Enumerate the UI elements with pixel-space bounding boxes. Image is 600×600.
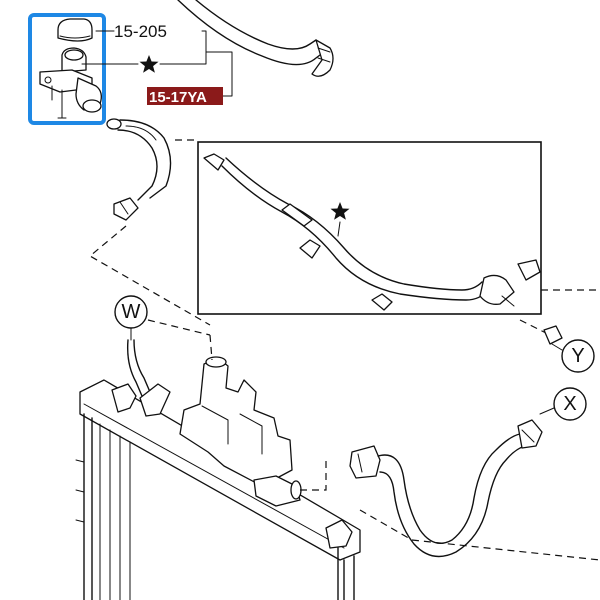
selection-box[interactable]: [28, 13, 106, 125]
inset-star-leader: [337, 221, 341, 237]
callout-w[interactable]: W: [114, 295, 148, 329]
callout-y[interactable]: Y: [561, 339, 595, 373]
guide-dash-4: [519, 319, 549, 335]
reservoir-outlet-hose: [106, 118, 172, 221]
guide-dash-7: [359, 509, 600, 561]
callout-x[interactable]: X: [553, 387, 587, 421]
radiator-inlet-hose: [111, 339, 171, 417]
guide-dash-6: [300, 460, 327, 491]
svg-text:X: X: [563, 393, 576, 415]
inset-hose: [203, 153, 541, 311]
guide-dash-8: [209, 334, 213, 361]
guide-dash-5: [147, 319, 211, 336]
star-icon: [139, 55, 159, 73]
upper-hose: [177, 0, 334, 77]
clamp-y: [543, 325, 563, 345]
svg-text:W: W: [122, 301, 141, 323]
radiator-tank: [179, 356, 302, 507]
radiator-lower-outlet: [325, 519, 353, 600]
radiator: [75, 379, 361, 600]
inset-star-icon: [330, 202, 350, 220]
leader-lines: [81, 30, 233, 97]
callout-y-leader: [551, 343, 563, 351]
part-label-15-205: 15-205: [114, 22, 167, 41]
part-label-15-17ya: 15-17YA: [149, 89, 207, 106]
detail-inset: [197, 141, 542, 315]
lower-hose: [349, 419, 543, 558]
guide-dash-1: [88, 225, 211, 326]
highlight-15-17ya: [147, 87, 223, 105]
svg-text:Y: Y: [571, 345, 584, 367]
callout-x-leader: [539, 407, 555, 415]
coolant-reservoir[interactable]: [39, 18, 102, 119]
